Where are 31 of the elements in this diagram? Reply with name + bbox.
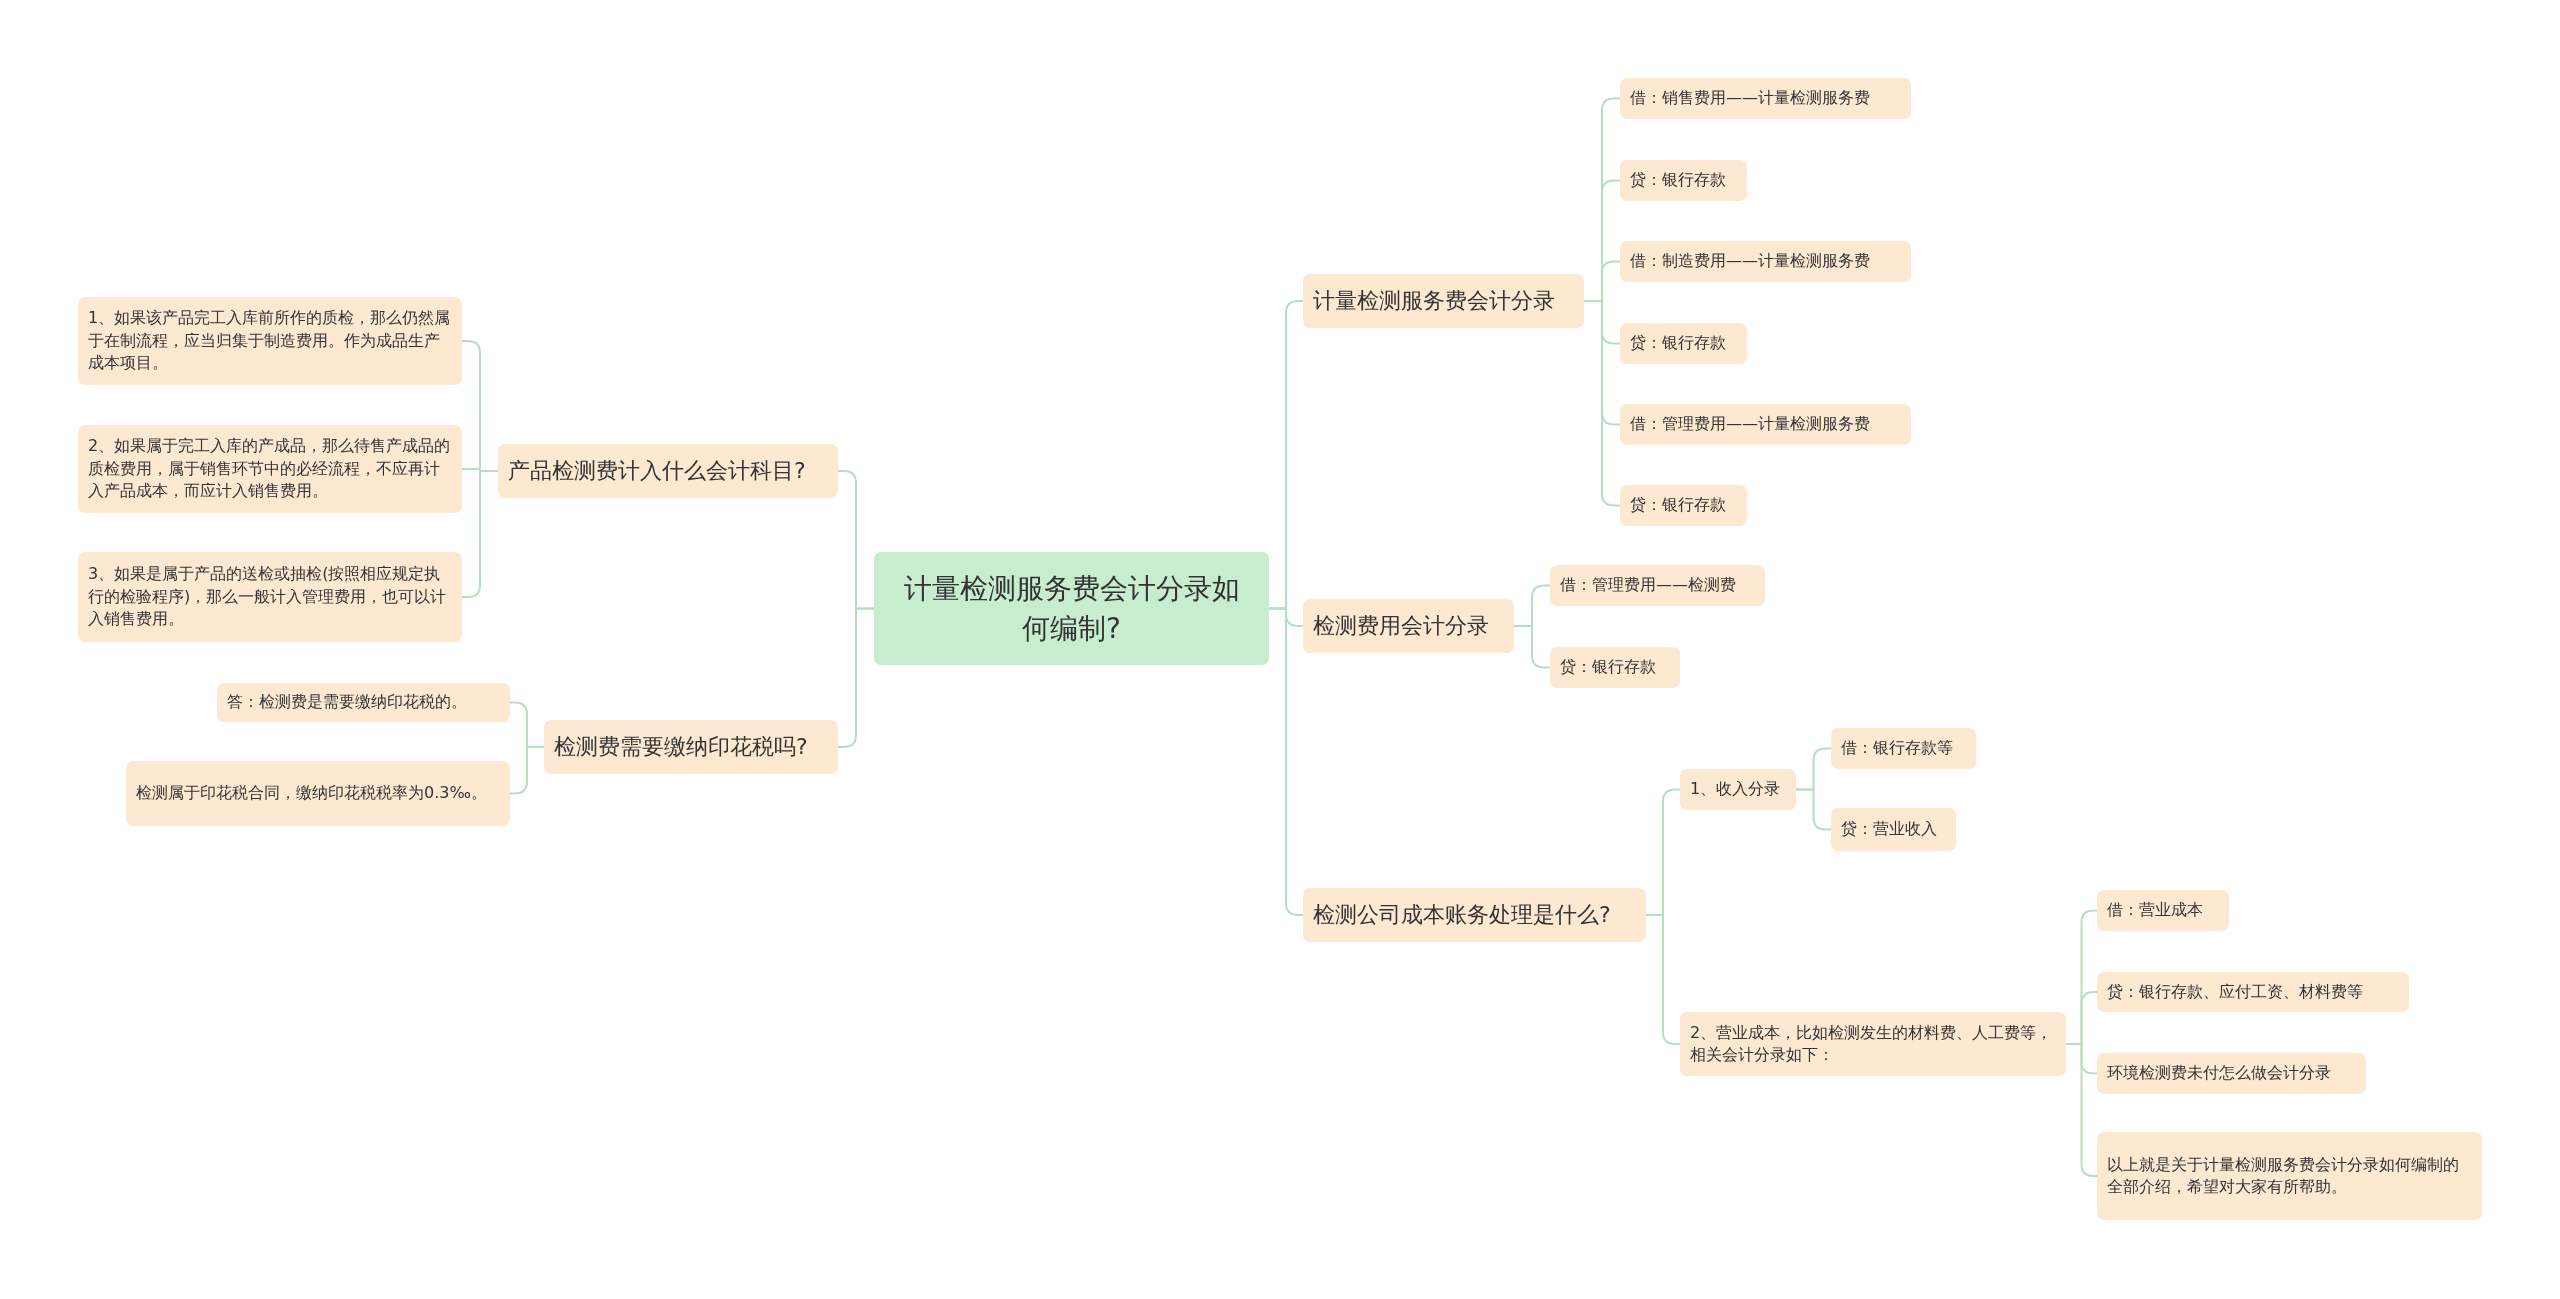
leaf-box: 贷：银行存款: [1550, 647, 1680, 688]
leaf-box: 借：管理费用——计量检测服务费: [1620, 404, 1911, 445]
connector-line: [2065, 1043, 2098, 1177]
leaf-box: 2、如果属于完工入库的产成品，那么待售产成品的质检费用，属于销售环节中的必经流程，不应再计入产品成本，而应计入销售费用。: [78, 425, 462, 513]
leaf-box: 检测属于印花税合同，缴纳印花税税率为0.3‰。: [126, 761, 510, 826]
leaf-box: 贷：银行存款、应付工资、材料费等: [2097, 972, 2409, 1012]
leaf-box: 借：银行存款等: [1831, 728, 1976, 769]
topic-box: 计量检测服务费会计分录: [1303, 274, 1584, 328]
leaf-box: 2、营业成本，比如检测发生的材料费、人工费等，相关会计分录如下：: [1680, 1012, 2066, 1076]
connector-line: [509, 746, 545, 795]
topic-box: 检测费需要缴纳印花税吗?: [544, 720, 838, 774]
leaf-box: 借：营业成本: [2097, 890, 2229, 931]
topic-box: 检测费用会计分录: [1303, 599, 1514, 653]
leaf-box: 贷：银行存款: [1620, 323, 1747, 364]
leaf-box: 借：管理费用——检测费: [1550, 565, 1765, 606]
leaf-box: 贷：银行存款: [1620, 485, 1747, 526]
topic-box: 产品检测费计入什么会计科目?: [498, 444, 838, 498]
leaf-box: 1、如果该产品完工入库前所作的质检，那么仍然属于在制流程，应当归集于制造费用。作为成品生产成本项目。: [78, 297, 462, 385]
leaf-box: 贷：银行存款: [1620, 160, 1747, 201]
leaf-box: 以上就是关于计量检测服务费会计分录如何编制的全部介绍，希望对大家有所帮助。: [2097, 1132, 2482, 1220]
topic-box: 检测公司成本账务处理是什么?: [1303, 888, 1646, 942]
leaf-box: 借：销售费用——计量检测服务费: [1620, 78, 1911, 119]
leaf-box: 答：检测费是需要缴纳印花税的。: [217, 683, 510, 722]
leaf-box: 1、收入分录: [1680, 769, 1796, 810]
connector-line: [1795, 788, 1832, 831]
leaf-box: 环境检测费未付怎么做会计分录: [2097, 1053, 2366, 1094]
leaf-box: 3、如果是属于产品的送检或抽检(按照相应规定执行的检验程序)，那么一般计入管理费用，也可以计入销售费用。: [78, 552, 462, 642]
connector-line: [1513, 625, 1551, 669]
root-topic-box: 计量检测服务费会计分录如何编制?: [874, 552, 1269, 665]
leaf-box: 借：制造费用——计量检测服务费: [1620, 241, 1911, 282]
leaf-box: 贷：营业收入: [1831, 808, 1956, 851]
